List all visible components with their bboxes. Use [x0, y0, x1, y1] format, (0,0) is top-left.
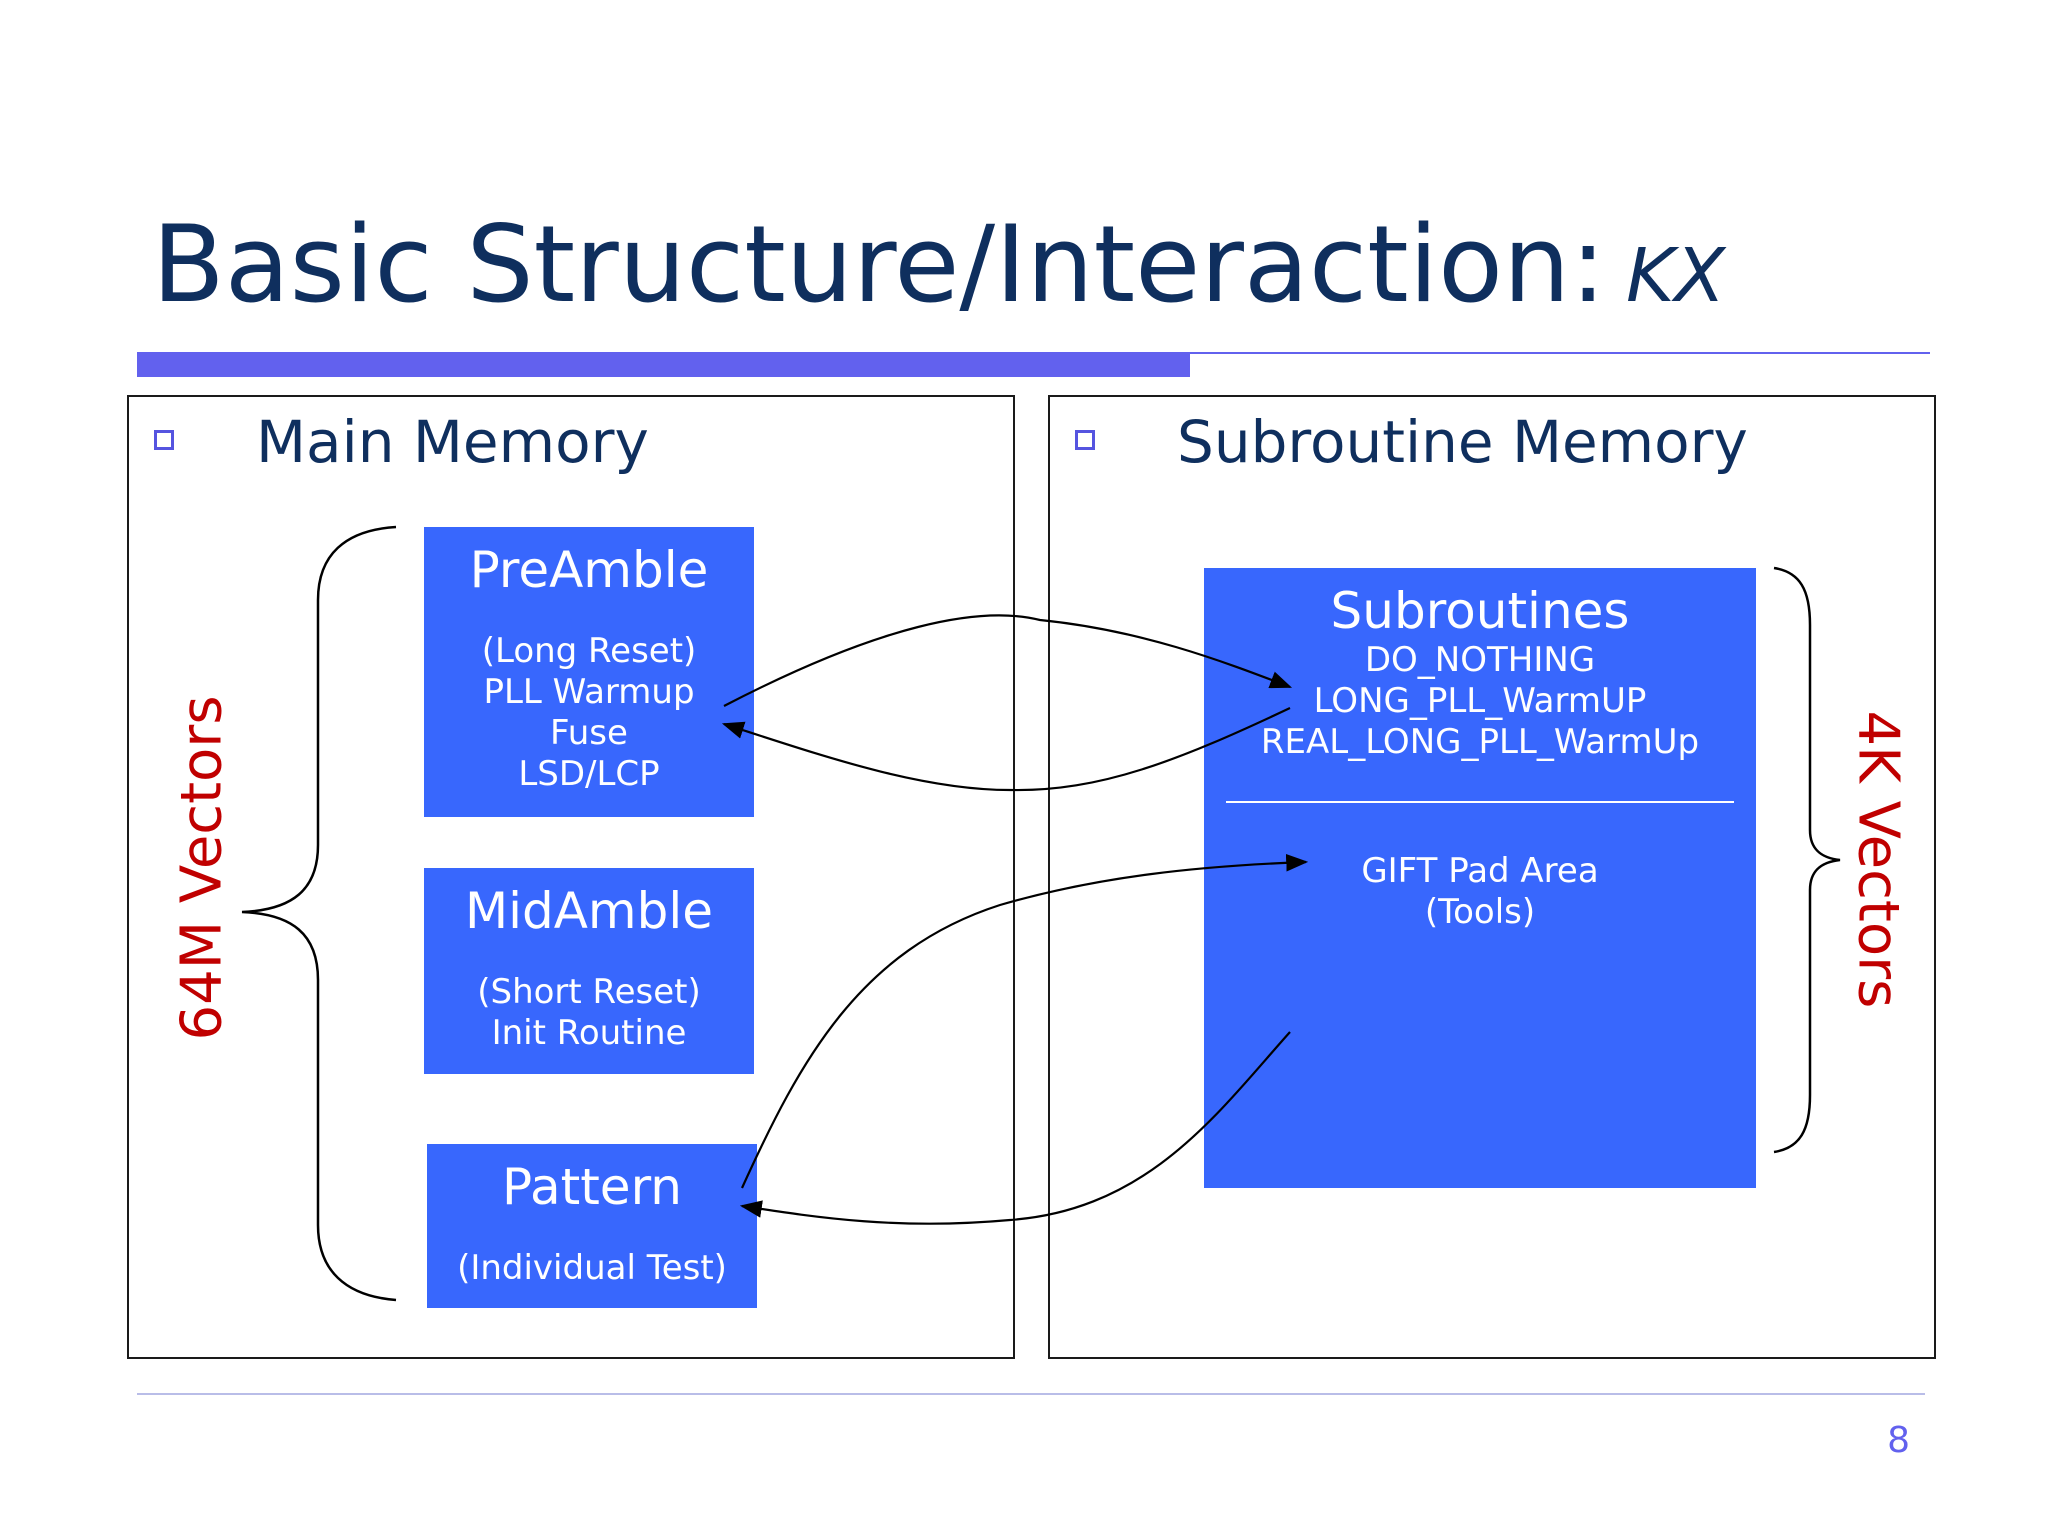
page-number: 8	[1887, 1420, 1910, 1461]
title-underline-rule	[1190, 352, 1930, 354]
slide-title-main: Basic Structure/Interaction:	[152, 203, 1606, 326]
preamble-line: LSD/LCP	[518, 754, 660, 794]
preamble-line: (Long Reset)	[481, 631, 697, 671]
subroutine-line: REAL_LONG_PLL_WarmUp	[1260, 722, 1700, 762]
subroutines-separator	[1226, 801, 1734, 803]
subroutines-block: Subroutines DO_NOTHING LONG_PLL_WarmUP R…	[1204, 568, 1756, 1188]
pattern-title: Pattern	[502, 1158, 682, 1216]
subroutines-title: Subroutines	[1330, 582, 1630, 640]
midamble-line: Init Routine	[491, 1013, 687, 1053]
pattern-block: Pattern (Individual Test)	[427, 1144, 757, 1308]
subroutine-memory-bullet-icon	[1075, 430, 1095, 450]
main-memory-heading: Main Memory	[256, 408, 649, 476]
pattern-line: (Individual Test)	[457, 1248, 727, 1288]
subroutine-line: LONG_PLL_WarmUP	[1313, 681, 1647, 721]
main-memory-vector-label: 64M Vectors	[169, 695, 235, 1041]
preamble-title: PreAmble	[469, 541, 709, 599]
slide-title-suffix: KX	[1625, 233, 1726, 319]
gift-pad-line: GIFT Pad Area	[1361, 851, 1599, 891]
slide-title: Basic Structure/Interaction:KX	[152, 212, 1725, 318]
gift-pad-line: (Tools)	[1424, 892, 1536, 932]
midamble-line: (Short Reset)	[477, 972, 701, 1012]
preamble-line: Fuse	[550, 713, 628, 753]
subroutine-memory-vector-label: 4K Vectors	[1845, 710, 1911, 1009]
midamble-block: MidAmble (Short Reset) Init Routine	[424, 868, 754, 1074]
title-underline-bar	[137, 352, 1190, 377]
main-memory-bullet-icon	[154, 430, 174, 450]
footer-rule	[137, 1393, 1925, 1395]
subroutine-line: DO_NOTHING	[1364, 640, 1596, 680]
preamble-line: PLL Warmup	[483, 672, 695, 712]
midamble-title: MidAmble	[464, 882, 714, 940]
preamble-block: PreAmble (Long Reset) PLL Warmup Fuse LS…	[424, 527, 754, 817]
subroutine-memory-heading: Subroutine Memory	[1177, 408, 1748, 476]
